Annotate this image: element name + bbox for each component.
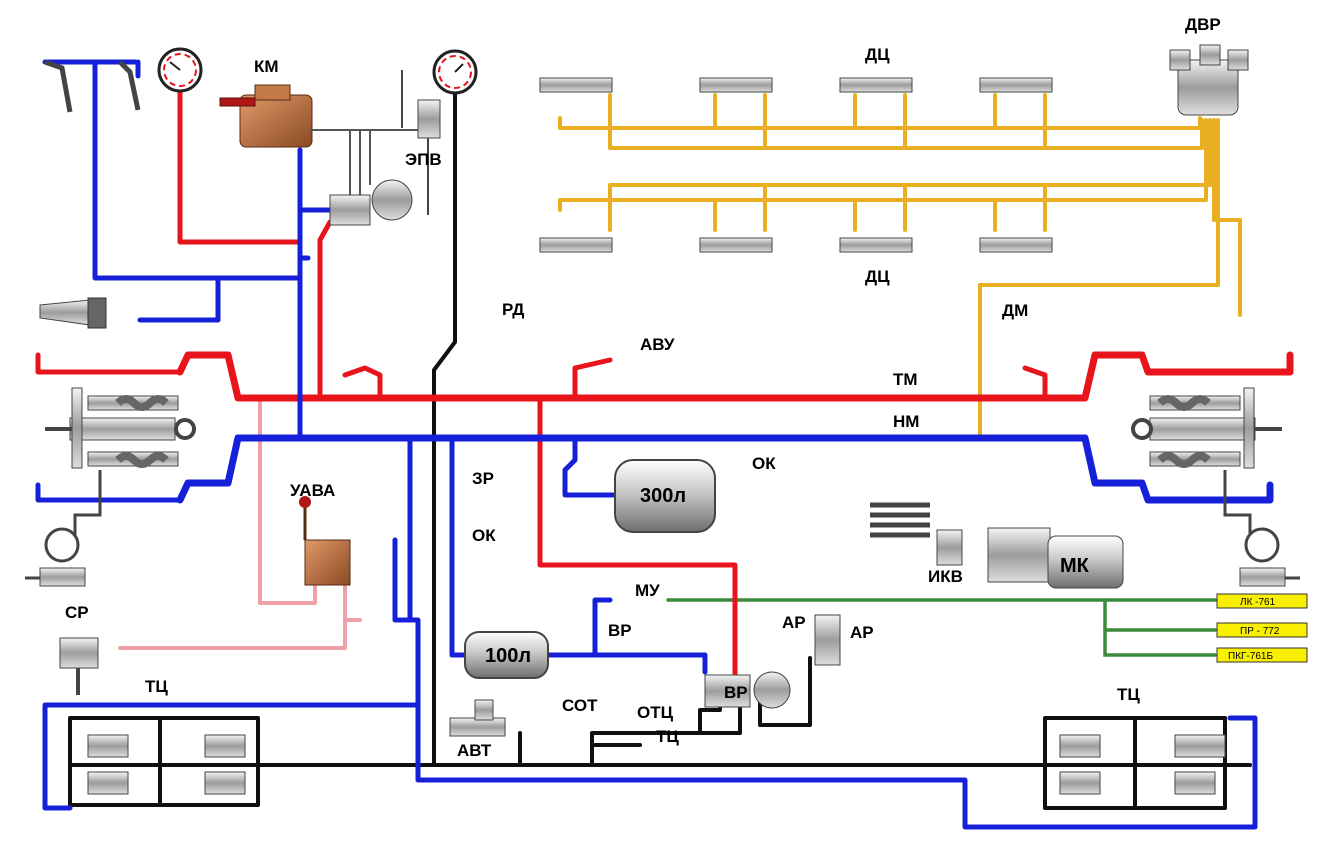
label-tm: ТМ xyxy=(893,370,918,389)
label-100l: 100л xyxy=(485,645,531,667)
dvr-unit xyxy=(1169,44,1249,116)
label-ar-1: АР xyxy=(782,613,806,632)
label-vr-box: ВР xyxy=(724,683,748,702)
green-pipework xyxy=(666,598,1217,657)
control-unit xyxy=(310,129,420,226)
label-vr: ВР xyxy=(608,621,632,640)
label-avt: АВТ xyxy=(457,741,492,760)
driver-valve-handles xyxy=(44,59,141,113)
label-ok-left: ОК xyxy=(472,526,496,545)
compressor-mk xyxy=(987,527,1124,589)
label-otc: ОТЦ xyxy=(637,703,674,722)
label-sr: СР xyxy=(65,603,89,622)
driver-crane-km xyxy=(219,84,313,148)
label-300l: 300л xyxy=(640,485,686,507)
avt-valve xyxy=(449,699,506,737)
pressure-gauge-left xyxy=(157,47,203,93)
left-sander xyxy=(25,470,102,587)
label-dc-top: ДЦ xyxy=(865,45,890,64)
label-tc-right: ТЦ xyxy=(1117,685,1140,704)
main-reservoir-300 xyxy=(614,459,716,533)
label-dm: ДМ xyxy=(1002,301,1028,320)
label-avu: АВУ xyxy=(640,335,675,354)
label-uava: УАВА xyxy=(290,481,335,500)
label-km: КМ xyxy=(254,57,279,76)
pressure-gauge-right xyxy=(432,49,478,95)
label-tc-small: ТЦ xyxy=(656,727,679,746)
pink-pipework xyxy=(118,396,362,650)
label-ar-2: АР xyxy=(850,623,874,642)
blue-pipework xyxy=(35,59,1274,830)
left-end-gear xyxy=(45,387,196,469)
yellow-pipework xyxy=(558,93,1242,439)
label-rd: РД xyxy=(502,300,524,319)
label-sot: СОТ xyxy=(562,696,598,715)
label-dvr: ДВР xyxy=(1185,15,1221,34)
tag-pr: ПР - 772 xyxy=(1240,626,1280,637)
epv-valve xyxy=(401,70,441,215)
label-epv: ЭПВ xyxy=(405,150,442,169)
right-sander xyxy=(1223,470,1300,587)
signal-tags: ЛК -761 ПР - 772 ПКГ-761Б xyxy=(1216,593,1308,663)
label-nm: НМ xyxy=(893,412,919,431)
tag-lk: ЛК -761 xyxy=(1240,597,1276,608)
label-dc-bottom: ДЦ xyxy=(865,267,890,286)
label-mu: МУ xyxy=(635,581,660,600)
cooler xyxy=(870,502,930,538)
aux-reservoir-100 xyxy=(464,631,549,679)
label-ok-right: ОК xyxy=(752,454,776,473)
label-ikv: ИКВ xyxy=(928,567,963,586)
ar-relay xyxy=(814,614,841,666)
labels: КМ ЭПВ ДЦ ДЦ ДВР ДМ РД АВУ ТМ НМ УАВА ЗР… xyxy=(65,15,1221,760)
uava-unit xyxy=(299,496,351,586)
right-end-gear xyxy=(1131,387,1282,469)
horn xyxy=(39,297,107,329)
black-pipework xyxy=(68,90,1252,810)
label-mk: МК xyxy=(1060,555,1090,577)
brake-cylinders-top xyxy=(539,77,1053,253)
sr-valve xyxy=(59,637,99,695)
tag-pkg: ПКГ-761Б xyxy=(1228,651,1273,662)
air-distributor-vr xyxy=(704,671,791,709)
red-pipework xyxy=(35,72,1294,693)
label-tc-left: ТЦ xyxy=(145,677,168,696)
brake-cylinders-bottom xyxy=(87,734,1226,795)
label-zr: ЗР xyxy=(472,469,494,488)
ikv-unit xyxy=(936,529,963,566)
